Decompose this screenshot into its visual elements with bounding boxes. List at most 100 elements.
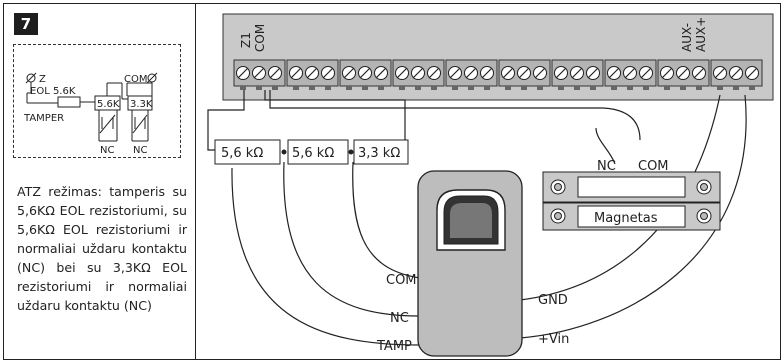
- terminal-screw-slot: [323, 68, 333, 78]
- detector-lens-inner: [450, 203, 492, 238]
- terminal-screw-slot: [609, 68, 619, 78]
- terminal-label-aux-minus: AUX-: [680, 23, 694, 52]
- schematic-tamper-label: TAMPER: [23, 113, 64, 124]
- terminal-slot: [346, 86, 352, 90]
- wire-z1: [207, 90, 245, 151]
- magnetic-switch-window: [577, 176, 686, 198]
- schematic-r1-label: 5.6K: [97, 99, 120, 110]
- mode-description: ATZ režimas: tamperis su 5,6KΩ EOL rezis…: [17, 184, 187, 313]
- schematic-eol-label: EOL 5.6K: [30, 86, 76, 97]
- terminal-slot: [537, 86, 543, 90]
- terminal-screw-slot: [466, 68, 476, 78]
- resistor-2: [287, 139, 349, 165]
- detector-nc-label: NC: [390, 311, 409, 326]
- magnet-label: Magnetas: [594, 211, 658, 226]
- wire-gnd: [519, 94, 721, 301]
- terminal-slot: [558, 86, 564, 90]
- terminal-screw-slot: [572, 68, 582, 78]
- magnet-label-box: [577, 205, 686, 228]
- terminal-slot: [680, 86, 686, 90]
- schematic-box: Z COM EOL 5.6K TAMPER 5.6K 3.3K NC NC: [13, 44, 181, 158]
- resistor-junction-2: [348, 149, 354, 155]
- terminal-screw-slot: [376, 68, 386, 78]
- terminal-slot: [468, 86, 474, 90]
- terminal-slot: [272, 86, 278, 90]
- terminal-slot: [664, 86, 670, 90]
- terminal-slot: [574, 86, 580, 90]
- schematic-nc2-label: NC: [133, 145, 147, 156]
- terminal-slot: [431, 86, 437, 90]
- terminal-screw-slot: [254, 68, 264, 78]
- terminal-slot: [521, 86, 527, 90]
- terminal-slot: [505, 86, 511, 90]
- schematic-nc1-label: NC: [100, 145, 114, 156]
- terminal-slot: [611, 86, 617, 90]
- eol-schematic: Z COM EOL 5.6K TAMPER 5.6K 3.3K NC NC: [23, 72, 158, 156]
- terminal-slot: [717, 86, 723, 90]
- terminal-slot: [378, 86, 384, 90]
- detector-tamp-label: TAMP: [376, 339, 412, 354]
- wire-5k6-to-nc: [283, 161, 421, 317]
- terminal-slot: [399, 86, 405, 90]
- terminal-slot: [643, 86, 649, 90]
- terminal-slot: [627, 86, 633, 90]
- terminal-screw-slot: [747, 68, 757, 78]
- magnet-nc-label: NC: [597, 159, 616, 174]
- resistor-1: [214, 139, 281, 165]
- terminal-label-com: COM: [253, 24, 267, 52]
- terminal-screw-slot: [413, 68, 423, 78]
- terminal-slot: [415, 86, 421, 90]
- terminal-screw-slot: [715, 68, 725, 78]
- terminal-screw-slot: [397, 68, 407, 78]
- terminal-screw-slot: [519, 68, 529, 78]
- terminal-slot: [484, 86, 490, 90]
- resistor-3: [353, 139, 409, 165]
- terminal-label-aux-plus: AUX+: [694, 17, 708, 52]
- terminal-screw-slot: [731, 68, 741, 78]
- terminal-slot: [749, 86, 755, 90]
- panel-divider: [195, 3, 196, 360]
- figure-frame: [3, 3, 781, 360]
- resistor-1-label: 5,6 kΩ: [221, 146, 263, 161]
- detector-gnd-label: GND: [538, 293, 568, 308]
- terminal-slot: [362, 86, 368, 90]
- resistor-2-label: 5,6 kΩ: [292, 146, 334, 161]
- terminal-screw-slot: [588, 68, 598, 78]
- schematic-r2-label: 3.3K: [130, 99, 153, 110]
- wire-5k6-to-tamp: [231, 167, 421, 346]
- detector-vin-label: +Vin: [538, 332, 569, 347]
- terminal-screw-slot: [360, 68, 370, 78]
- terminal-label-z1: Z1: [239, 32, 253, 48]
- wire-3k3-to-com: [352, 161, 421, 279]
- terminal-screw-slot: [482, 68, 492, 78]
- terminal-screw-slot: [238, 68, 248, 78]
- terminal-slot: [240, 86, 246, 90]
- terminal-screw-slot: [678, 68, 688, 78]
- resistor-junction-1: [281, 149, 287, 155]
- wire-magnet-nc: [595, 127, 616, 165]
- detector-com-label: COM: [386, 273, 417, 288]
- terminal-screw-slot: [429, 68, 439, 78]
- resistor-3-label: 3,3 kΩ: [358, 146, 400, 161]
- terminal-slot: [696, 86, 702, 90]
- terminal-screw-slot: [270, 68, 280, 78]
- terminal-screw-slot: [694, 68, 704, 78]
- terminal-slot: [325, 86, 331, 90]
- terminal-screw-slot: [450, 68, 460, 78]
- terminal-slot: [590, 86, 596, 90]
- terminal-screw-slot: [556, 68, 566, 78]
- terminal-screw-slot: [662, 68, 672, 78]
- terminal-screw-slot: [503, 68, 513, 78]
- terminal-slot: [452, 86, 458, 90]
- terminal-screw-slot: [291, 68, 301, 78]
- terminal-screws: [236, 66, 759, 90]
- schematic-com-label: COM: [124, 74, 147, 85]
- terminal-screw-slot: [641, 68, 651, 78]
- terminal-slot: [293, 86, 299, 90]
- terminal-screw-slot: [307, 68, 317, 78]
- terminal-screw-slot: [625, 68, 635, 78]
- schematic-z-label: Z: [39, 74, 46, 85]
- terminal-screw-slot: [344, 68, 354, 78]
- figure-number-badge: 7: [14, 13, 38, 35]
